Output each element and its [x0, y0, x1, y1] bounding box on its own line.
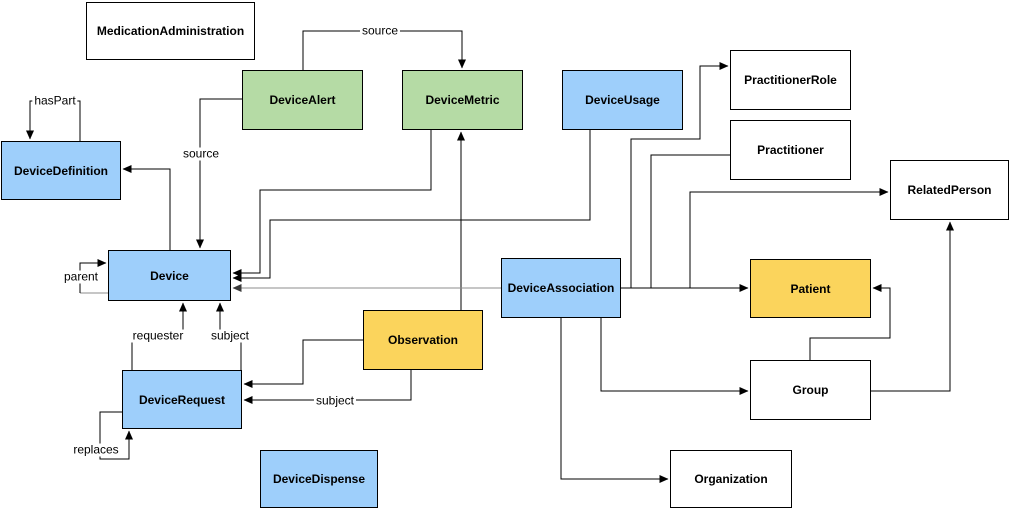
- edge-label-requester: requester: [130, 328, 186, 343]
- node-patient[interactable]: Patient: [750, 259, 871, 318]
- edge-label-haspart: hasPart: [32, 93, 78, 108]
- edge-label-subject-request: subject: [208, 328, 252, 343]
- node-practitioner[interactable]: Practitioner: [730, 120, 851, 180]
- node-devicedispense[interactable]: DeviceDispense: [260, 450, 378, 508]
- edge-deviceassociation-practitioner: [650, 154, 730, 288]
- edge-label-subject-observation: subject: [313, 393, 357, 408]
- edge-observation-devicerequest: [243, 339, 363, 388]
- node-devicemetric[interactable]: DeviceMetric: [402, 70, 523, 130]
- node-devicealert[interactable]: DeviceAlert: [242, 70, 363, 130]
- node-devicedefinition[interactable]: DeviceDefinition: [1, 141, 121, 200]
- edge-group-relatedperson: [871, 221, 954, 392]
- edge-deviceassociation-group: [600, 318, 749, 395]
- edge-group-patient: [809, 284, 891, 360]
- node-practitionerrole[interactable]: PractitionerRole: [730, 50, 851, 110]
- node-medicationadministration[interactable]: MedicationAdministration: [86, 2, 255, 60]
- edge-label-source-top: source: [359, 23, 401, 38]
- edge-replaces-loop: [99, 411, 133, 460]
- edge-deviceassociation-relatedperson: [689, 188, 889, 288]
- edge-deviceassociation-organization: [560, 318, 669, 483]
- edge-observation-devicerequest-subject: [243, 370, 412, 404]
- edge-deviceusage-device: [232, 130, 591, 282]
- edge-device-devicedefinition: [122, 165, 171, 250]
- edge-label-replaces: replaces: [71, 442, 121, 457]
- edge-devicemetric-device: [232, 130, 432, 277]
- edge-label-parent: parent: [61, 269, 101, 284]
- node-device[interactable]: Device: [108, 250, 231, 301]
- node-observation[interactable]: Observation: [363, 310, 483, 370]
- node-organization[interactable]: Organization: [670, 450, 792, 508]
- edge-deviceassociation-practitionerrole: [630, 62, 729, 288]
- edge-label-source-left: source: [180, 146, 222, 161]
- node-group[interactable]: Group: [750, 360, 871, 420]
- node-deviceusage[interactable]: DeviceUsage: [562, 70, 683, 130]
- node-relatedperson[interactable]: RelatedPerson: [890, 160, 1009, 220]
- node-devicerequest[interactable]: DeviceRequest: [122, 370, 242, 429]
- node-deviceassociation[interactable]: DeviceAssociation: [501, 258, 621, 318]
- edge-devicealert-device: [196, 98, 242, 249]
